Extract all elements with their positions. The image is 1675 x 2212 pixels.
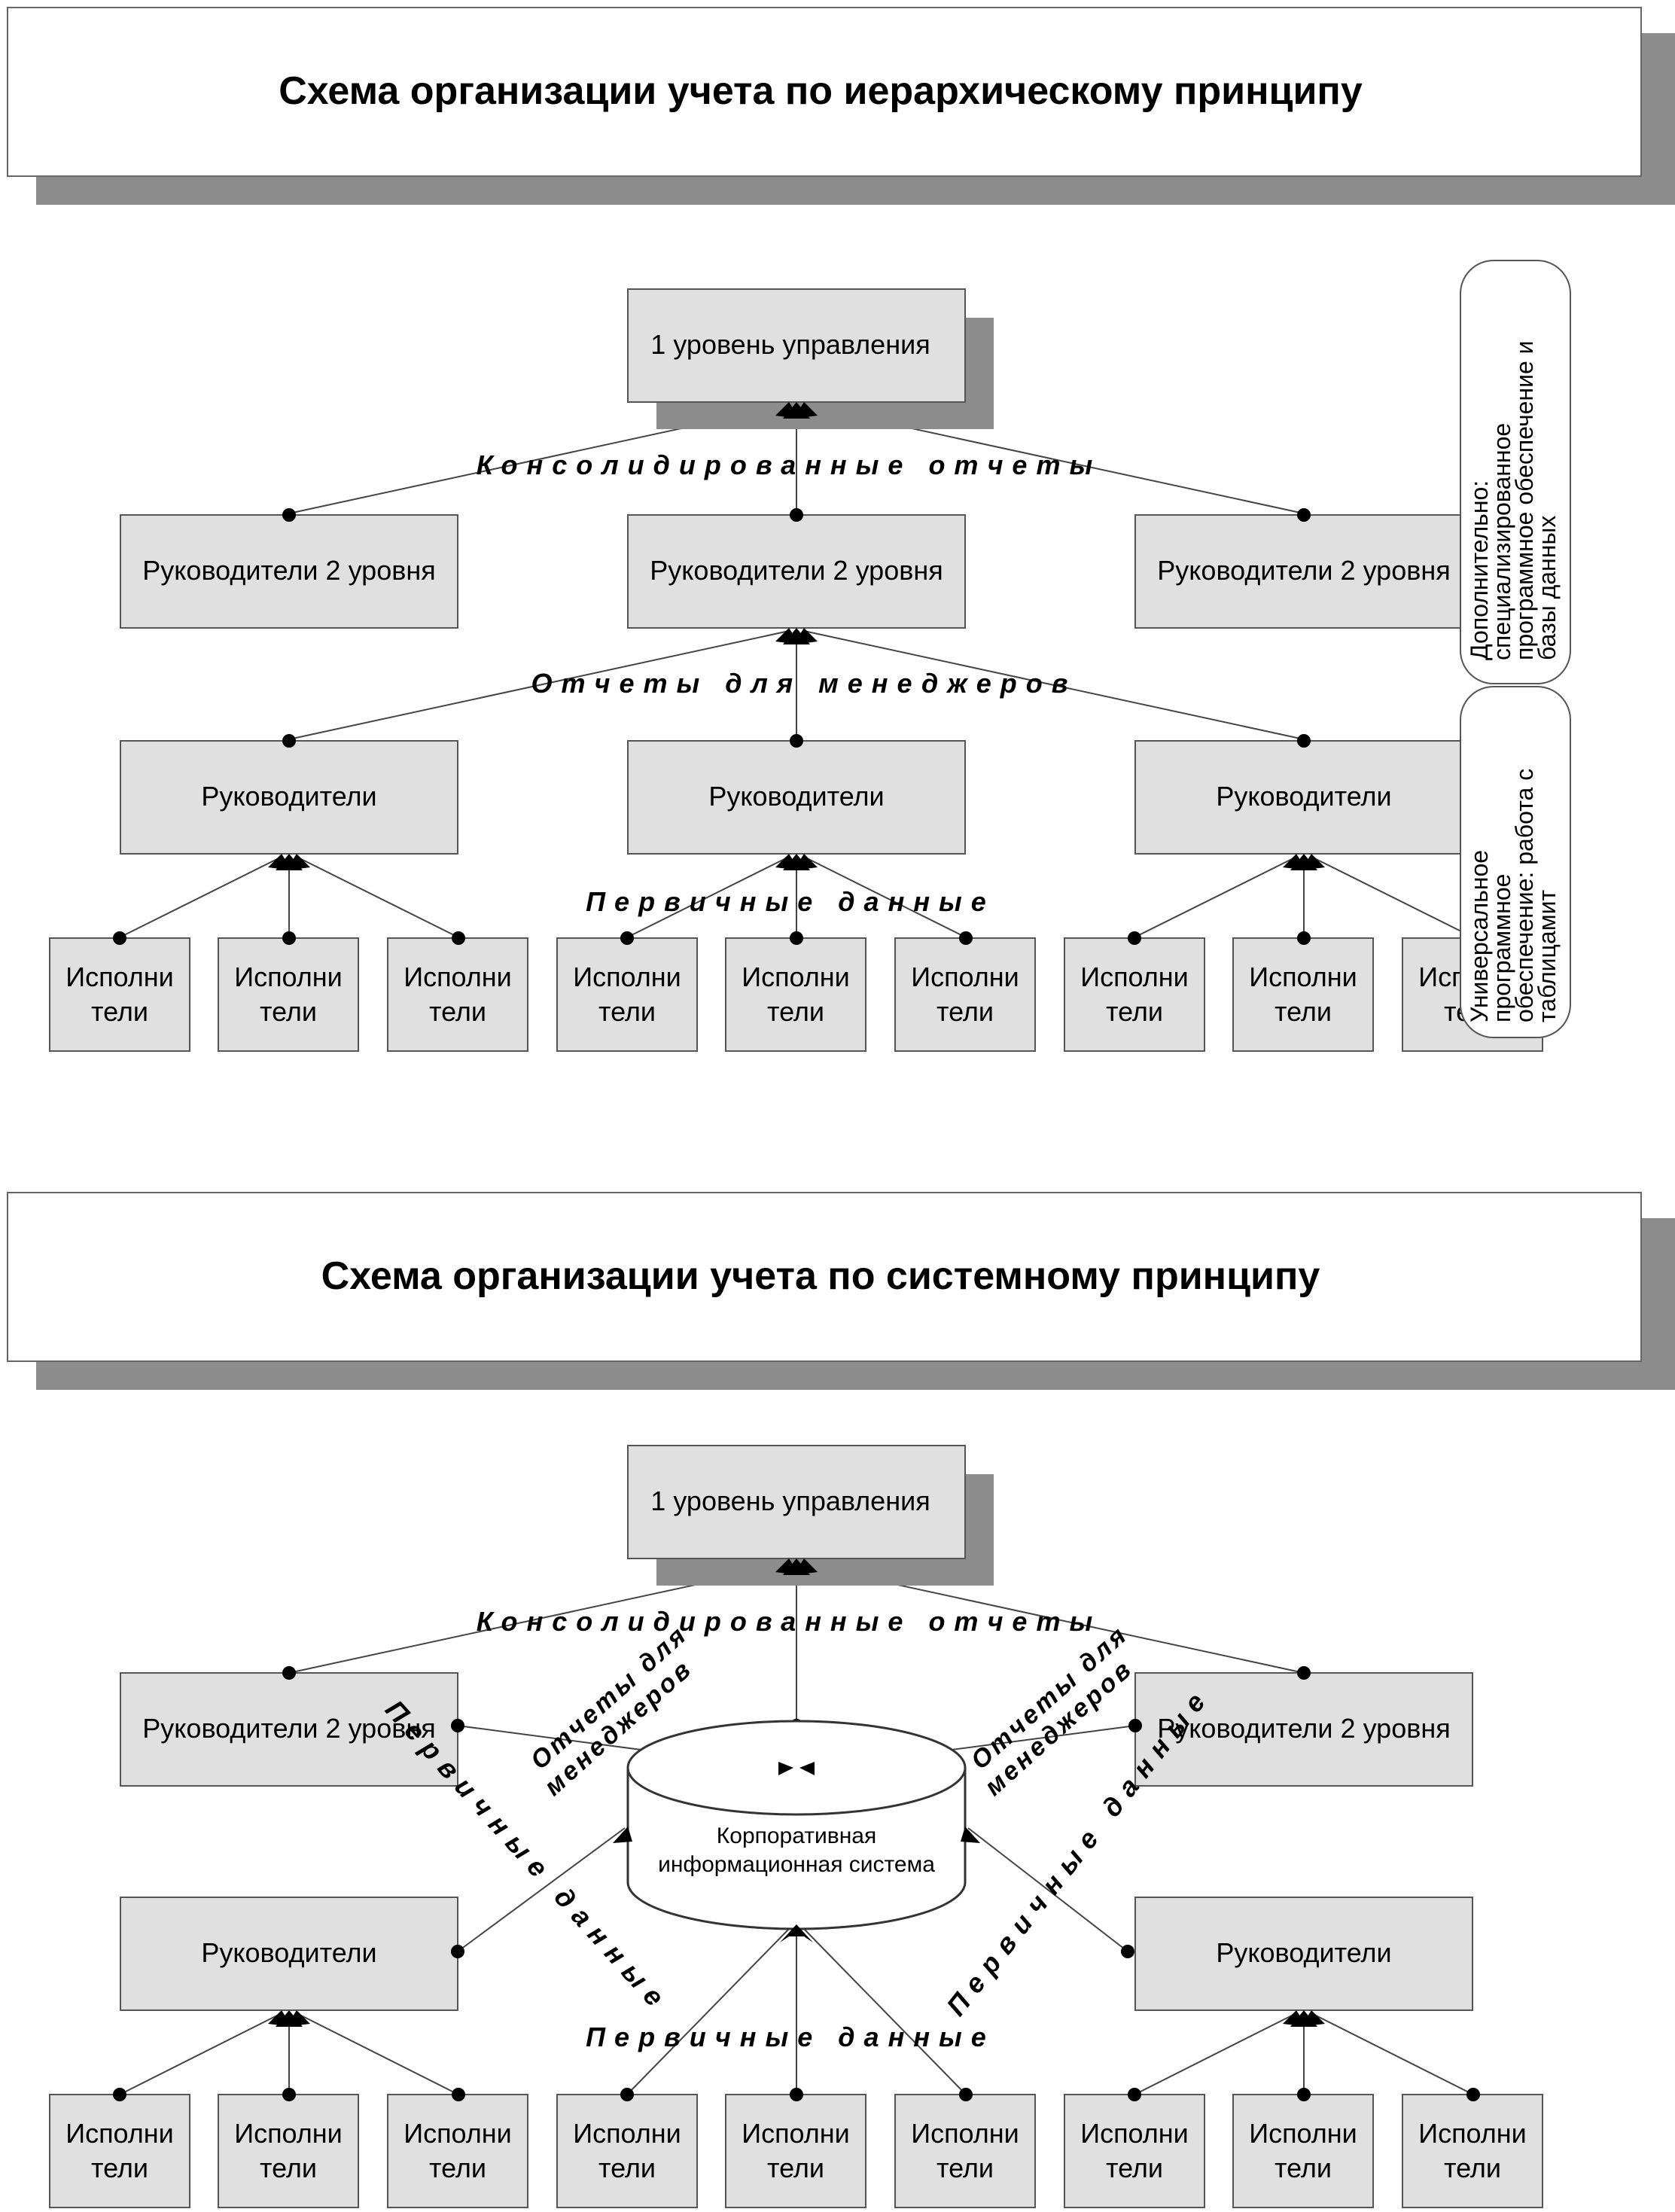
top-exec-5b: тели (767, 996, 824, 1027)
top-exec-1a: Исполни (65, 961, 174, 992)
callout-univ-line4: таблицамит (1533, 889, 1561, 1022)
bot-exec-2a: Исполни (234, 2118, 343, 2149)
top-flow-managers: Отчеты для менеджеров (531, 668, 1077, 699)
top-exec-6b: тели (936, 996, 994, 1027)
bot-exec-1a: Исполни (65, 2118, 174, 2149)
bottom-manager-dots (451, 1945, 1134, 1958)
top-level1-arrowheads (775, 402, 818, 419)
cis-cylinder: Корпоративная информационная система (626, 1720, 967, 1930)
top-exec-2b: тели (260, 996, 317, 1027)
bot-exec-6a: Исполни (911, 2118, 1019, 2149)
top-exec-4b: тели (598, 996, 656, 1027)
bot-exec-5a: Исполни (742, 2118, 850, 2149)
bot-exec-9a: Исполни (1418, 2118, 1527, 2149)
top-level1-box: 1 уровень управления (627, 288, 994, 429)
top-level2-label-2: Руководители 2 уровня (650, 555, 943, 586)
bot-exec-8b: тели (1275, 2153, 1332, 2183)
callout-univ-line2: программное (1488, 874, 1515, 1022)
top-exec-8b: тели (1275, 996, 1332, 1027)
bottom-title: Схема организации учета по системному пр… (321, 1254, 1320, 1298)
bot-exec-1b: тели (91, 2153, 148, 2183)
callout-univ-line3: обеспечение: работа с (1511, 769, 1538, 1022)
bot-exec-4a: Исполни (573, 2118, 681, 2149)
top-manager-label-1: Руководители (201, 781, 376, 812)
top-level1-label: 1 уровень управления (650, 329, 930, 360)
top-manager-dots (282, 734, 1311, 748)
bottom-level1-box: 1 уровень управления (627, 1445, 994, 1586)
top-manager-label-3: Руководители (1216, 781, 1391, 812)
top-executor-boxes: Исполни тели Исполни тели Исполни тели И… (49, 937, 1543, 1052)
bottom-level2-label-1: Руководители 2 уровня (142, 1713, 435, 1744)
top-exec-8a: Исполни (1249, 961, 1357, 992)
top-flow-primary: Первичные данные (586, 886, 995, 917)
bottom-manager-arrowheads (268, 2010, 1325, 2027)
top-exec-4a: Исполни (573, 961, 681, 992)
bottom-title-banner: Схема организации учета по системному пр… (7, 1192, 1675, 1390)
bottom-executor-dots (113, 2088, 1480, 2101)
top-flow-consolidated: Консолидированные отчеты (477, 449, 1101, 480)
top-level2-dots (282, 508, 1311, 522)
top-exec-7b: тели (1106, 996, 1163, 1027)
callout-spec-line4: базы данных (1533, 516, 1561, 660)
bottom-level2-boxes: Руководители 2 уровня Руководители 2 уро… (120, 1672, 1473, 1787)
top-title: Схема организации учета по иерархическом… (279, 69, 1363, 113)
bot-exec-7a: Исполни (1080, 2118, 1189, 2149)
bot-exec-2b: тели (260, 2153, 317, 2183)
top-title-banner: Схема организации учета по иерархическом… (7, 7, 1675, 205)
top-manager-arrowheads (268, 854, 1325, 870)
top-level2-label-1: Руководители 2 уровня (142, 555, 435, 586)
top-callout-universal: Универсальное программное обеспечение: р… (1460, 686, 1571, 1038)
top-callout-specialized: Дополнительно: специализированное програ… (1460, 260, 1571, 684)
top-exec-7a: Исполни (1080, 961, 1189, 992)
bot-exec-6b: тели (936, 2153, 994, 2183)
cis-label-1: Корпоративная (717, 1824, 876, 1848)
cis-label-2: информационная система (658, 1852, 935, 1877)
bottom-flow-consolidated: Консолидированные отчеты (477, 1606, 1101, 1637)
bot-exec-4b: тели (598, 2153, 656, 2183)
top-exec-2a: Исполни (234, 961, 343, 992)
bot-exec-7b: тели (1106, 2153, 1163, 2183)
bottom-level2-label-2: Руководители 2 уровня (1157, 1713, 1450, 1744)
top-exec-6a: Исполни (911, 961, 1019, 992)
bot-exec-3b: тели (429, 2153, 486, 2183)
top-manager-label-2: Руководители (708, 781, 884, 812)
bottom-manager-label-2: Руководители (1216, 1937, 1391, 1968)
callout-univ-line1: Универсальное (1466, 850, 1493, 1022)
bot-exec-5b: тели (767, 2153, 824, 2183)
top-level2-label-3: Руководители 2 уровня (1157, 555, 1450, 586)
top-manager-boxes: Руководители Руководители Руководители (120, 740, 1473, 855)
bottom-level1-arrowheads (775, 1558, 818, 1575)
bottom-manager-label-1: Руководители (201, 1937, 376, 1968)
top-exec-3b: тели (429, 996, 486, 1027)
bottom-manager-boxes: Руководители Руководители (120, 1897, 1473, 2011)
callout-spec-line1: Дополнительно: (1466, 480, 1493, 660)
top-exec-3a: Исполни (404, 961, 512, 992)
callout-spec-line3: программное обеспечение и (1511, 340, 1538, 660)
top-level2-arrowheads (775, 628, 818, 644)
bottom-executor-boxes: Исполни тели Исполни тели Исполни тели И… (49, 2094, 1543, 2208)
cis-arrowheads (613, 1762, 980, 1942)
bot-exec-9b: тели (1444, 2153, 1501, 2183)
top-exec-5a: Исполни (742, 961, 850, 992)
bottom-level1-label: 1 уровень управления (650, 1485, 930, 1516)
callout-spec-line2: специализированное (1488, 423, 1515, 660)
bottom-flow-primary-bottom: Первичные данные (586, 2022, 995, 2052)
bot-exec-8a: Исполни (1249, 2118, 1357, 2149)
bot-exec-3a: Исполни (404, 2118, 512, 2149)
top-level2-boxes: Руководители 2 уровня Руководители 2 уро… (120, 514, 1473, 629)
top-exec-1b: тели (91, 996, 148, 1027)
